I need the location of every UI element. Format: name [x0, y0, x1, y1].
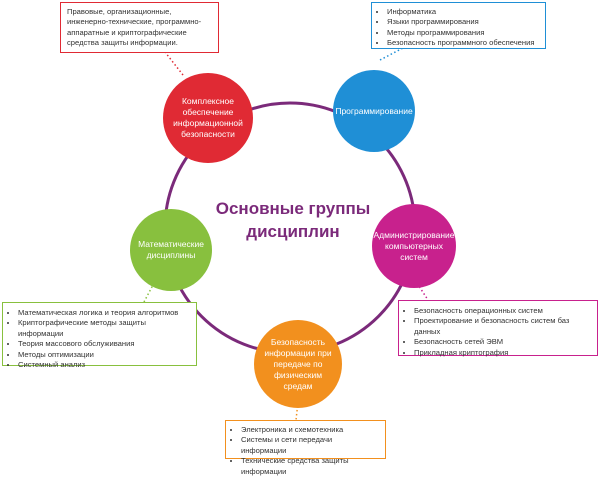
list-item: Системы и сети передачи информации	[241, 435, 379, 456]
list-item: Безопасность программного обеспечения	[387, 38, 539, 48]
list-item: Системный анализ	[18, 360, 190, 370]
connector-complex	[164, 51, 184, 76]
list-item: Криптографические методы защиты информац…	[18, 318, 190, 339]
node-circle-programming	[333, 70, 415, 152]
list-item: Прикладная криптография	[414, 348, 591, 358]
node-label-complex: Комплексное обеспечение информационной б…	[173, 96, 243, 139]
list-item: Безопасность сетей ЭВМ	[414, 337, 591, 347]
list-item: Языки программирования	[387, 17, 539, 27]
connector-transfer	[295, 401, 299, 421]
info-box-transfer: Электроника и схемотехника Системы и сет…	[226, 421, 385, 476]
list-item: Безопасность операционных систем	[414, 306, 591, 316]
node-circle-admin	[372, 204, 456, 288]
list-item: Теория массового обслуживания	[18, 339, 190, 349]
list-item: Электроника и схемотехника	[241, 425, 379, 435]
info-box-complex: Правовые, организационные, инженерно-тех…	[61, 3, 218, 52]
node-label-transfer: Безопасность информации при передаче по …	[264, 336, 332, 391]
node-circle-complex	[163, 73, 253, 163]
node-circle-math	[130, 209, 212, 291]
list-item: Информатика	[387, 7, 539, 17]
info-box-complex-text: Правовые, организационные, инженерно-тех…	[67, 7, 202, 48]
diagram-title: Основные группы дисциплин	[215, 199, 371, 241]
list-item: Технические средства защиты информации	[241, 456, 379, 477]
info-box-math: Математическая логика и теория алгоритмо…	[3, 303, 196, 369]
node-label-admin: Администрирование компьютерных систем	[373, 229, 455, 262]
node-circle-transfer	[254, 320, 342, 408]
node-label-programming: Программирование	[335, 105, 413, 116]
connector-programming	[379, 47, 404, 61]
list-item: Проектирование и безопасность систем баз…	[414, 316, 591, 337]
node-label-math: Математические дисциплины	[138, 239, 204, 260]
info-box-admin: Безопасность операционных систем Проекти…	[399, 301, 597, 358]
list-item: Математическая логика и теория алгоритмо…	[18, 308, 190, 318]
list-item: Методы программирования	[387, 28, 539, 38]
info-box-programming: Информатика Языки программирования Метод…	[372, 3, 545, 48]
list-item: Методы оптимизации	[18, 350, 190, 360]
